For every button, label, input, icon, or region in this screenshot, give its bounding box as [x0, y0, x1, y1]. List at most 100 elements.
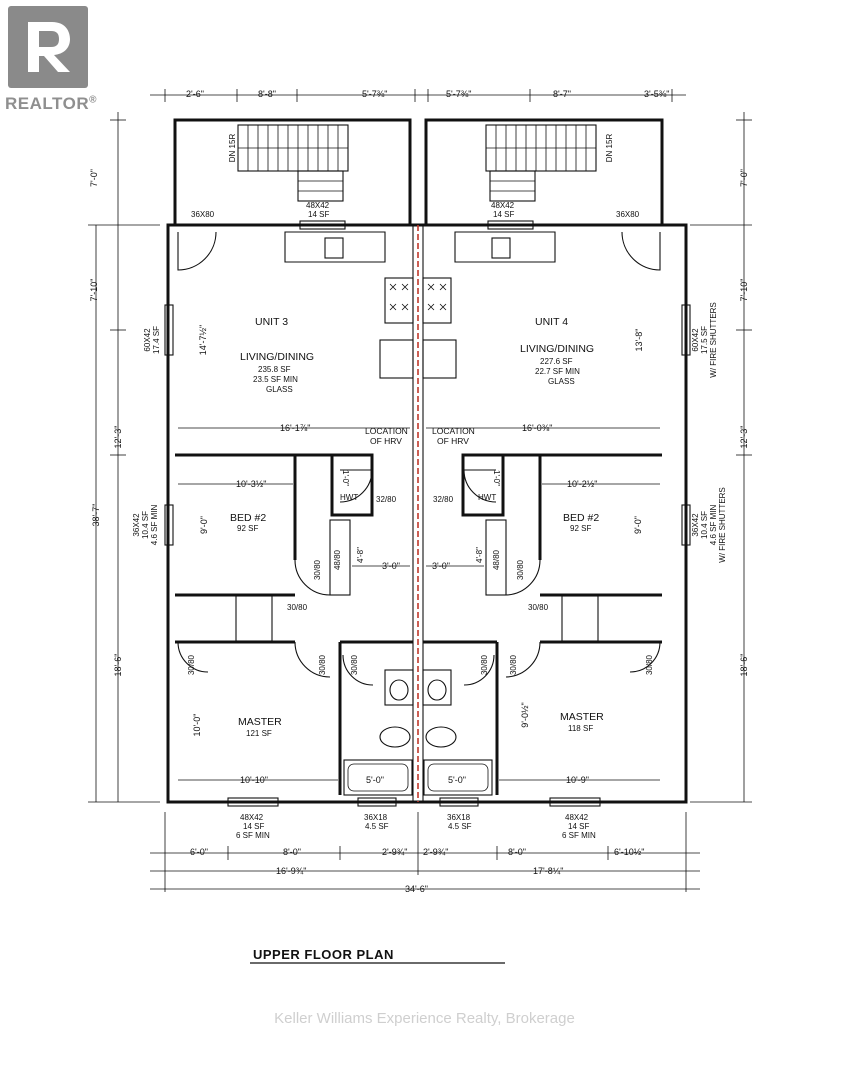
u4-bed-window-note: W/ FIRE SHUTTERS [718, 487, 727, 563]
unit3-hwt: HWT [340, 493, 358, 502]
u4-hwt-door: 32/80 [433, 495, 454, 504]
dim-u3-bed-width: 10'-3½" [236, 479, 266, 489]
u3-bed-window-size: 36X42 [132, 513, 141, 537]
u3-master-window-size: 48X42 [240, 813, 264, 822]
dim-top-6: 3'-5⅜" [644, 89, 669, 99]
entry-door-unit4: 36X80 [616, 210, 640, 219]
u4-master-closet-door: 30/80 [645, 654, 654, 675]
unit4-hwt: HWT [478, 493, 496, 502]
unit3-bed2-area: 92 SF [237, 524, 258, 533]
u4-bath-window-size: 36X18 [447, 813, 471, 822]
unit4-bed2-area: 92 SF [570, 524, 591, 533]
dim-u4-bed-width: 10'-2½" [567, 479, 597, 489]
unit4-label: UNIT 4 [535, 316, 568, 328]
u3-bath-door: 30/80 [350, 654, 359, 675]
u4-bath-window-area: 4.5 SF [448, 822, 472, 831]
dim-top-2: 8'-8" [258, 89, 276, 99]
u4-living-window-area: 17.5 SF [700, 326, 709, 354]
u4-bath-door: 30/80 [480, 654, 489, 675]
u3-master-door: 30/80 [318, 654, 327, 675]
unit4-living-glass: GLASS [548, 377, 575, 386]
unit4-master-area: 118 SF [568, 724, 593, 733]
u3-hwt-door: 32/80 [376, 495, 397, 504]
interior-dimensions: 16'-1⅞" 16'-0⅜" 14'-7½" 13'-8" 10'-3½" 1… [178, 325, 660, 785]
unit3-hrv-line2: OF HRV [370, 436, 402, 446]
dim-u4-closet: 4'-8" [475, 547, 484, 563]
dim-top-4: 5'-7⅜" [446, 89, 471, 99]
dim-top-3: 5'-7⅜" [362, 89, 387, 99]
dim-bottom-6: 6'-10½" [614, 847, 644, 857]
unit4-living-area: 227.6 SF [540, 357, 573, 366]
u3-living-window-area: 17.4 SF [152, 326, 161, 354]
u3-bed-window-area: 10.4 SF [141, 511, 150, 539]
unit-4-labels: UNIT 4 LIVING/DINING 227.6 SF 22.7 SF MI… [432, 316, 604, 733]
u4-living-window-note: W/ FIRE SHUTTERS [709, 302, 718, 378]
dim-bottom-1: 6'-0" [190, 847, 208, 857]
dim-bottom-5: 8'-0" [508, 847, 526, 857]
dim-left-overall: 38'-7" [91, 504, 101, 527]
u3-master-closet-door: 30/80 [187, 654, 196, 675]
brokerage-watermark: Keller Williams Experience Realty, Broke… [274, 1010, 575, 1027]
u3-bed-window-min: 4.6 SF MIN [150, 505, 159, 546]
u4-linen-door: 30/80 [528, 603, 549, 612]
dim-u3-living-height: 14'-7½" [198, 325, 208, 355]
dim-right-3: 12'-3" [739, 426, 749, 449]
dim-left-3: 12'-3" [113, 426, 123, 449]
stair-window-size-unit3: 48X42 [306, 201, 330, 210]
u3-closet-door: 48/80 [333, 549, 342, 570]
u4-master-window-size: 48X42 [565, 813, 589, 822]
dim-bottom-2: 8'-0" [283, 847, 301, 857]
plan-title-group: UPPER FLOOR PLAN [250, 947, 505, 964]
dim-top-1: 2'-6" [186, 89, 204, 99]
door-swings [177, 231, 661, 686]
unit4-living-name: LIVING/DINING [520, 343, 594, 355]
unit4-hrv-line1: LOCATION [432, 426, 475, 436]
u4-living-window-size: 60X42 [691, 328, 700, 352]
stair-vestibules: DN 15R DN 15R 48X42 14 SF 48X42 14 SF 36… [173, 118, 664, 227]
u4-bed-window-size: 36X42 [691, 513, 700, 537]
building-walls [166, 223, 688, 804]
dim-right-4: 18'-6" [739, 654, 749, 677]
dim-overall-width: 34'-6" [405, 884, 428, 894]
u3-living-window-size: 60X42 [143, 328, 152, 352]
u4-bed-window-min: 4.6 SF MIN [709, 505, 718, 546]
stair-window-area-unit3: 14 SF [308, 210, 329, 219]
dim-bottom-u3-total: 16'-9¾" [276, 866, 306, 876]
unit3-hrv-line1: LOCATION [365, 426, 408, 436]
u3-bath-window-area: 4.5 SF [365, 822, 389, 831]
dim-u4-tub: 5'-0" [448, 775, 466, 785]
u4-master-door: 30/80 [509, 654, 518, 675]
unit3-living-area: 235.8 SF [258, 365, 291, 374]
stair-window-size-unit4: 48X42 [491, 201, 515, 210]
dim-u3-master-height: 10'-0" [192, 714, 202, 737]
u4-bed-window-area: 10.4 SF [700, 511, 709, 539]
entry-door-unit3: 36X80 [191, 210, 215, 219]
unit-3-labels: UNIT 3 LIVING/DINING 235.8 SF 23.5 SF MI… [230, 316, 408, 738]
windows: 60X42 17.4 SF 60X42 17.5 SF W/ FIRE SHUT… [132, 220, 727, 840]
left-dimension-string: 7'-0" 7'-10" 12'-3" 18'-6" 38'-7" [88, 112, 160, 803]
unit4-hrv-line2: OF HRV [437, 436, 469, 446]
dim-left-1: 7'-0" [89, 169, 99, 187]
unit3-living-name: LIVING/DINING [240, 351, 314, 363]
u3-master-window-min: 6 SF MIN [236, 831, 270, 840]
stair-label-unit3: DN 15R [228, 134, 237, 163]
unit4-bed2-name: BED #2 [563, 512, 599, 524]
dim-u4-bed-height: 9'-0" [633, 516, 643, 534]
dim-u3-hwt-closet: 1'-0" [341, 470, 350, 486]
realtor-r-icon [8, 6, 88, 88]
unit3-living-glass-min: 23.5 SF MIN [253, 375, 298, 384]
dim-u3-tub: 5'-0" [366, 775, 384, 785]
dim-u4-hall: 3'-0" [432, 561, 450, 571]
dim-right-1: 7'-0" [739, 169, 749, 187]
realtor-logo: REALTOR® [0, 0, 100, 122]
u4-closet-door: 48/80 [492, 549, 501, 570]
unit3-master-name: MASTER [238, 716, 282, 728]
stair-window-area-unit4: 14 SF [493, 210, 514, 219]
dim-u4-hwt-closet: 1'-0" [492, 470, 501, 486]
dim-u4-master-width: 10'-9" [566, 775, 589, 785]
top-dimension-string: 2'-6" 8'-8" 5'-7⅜" 5'-7⅜" 8'-7" 3'-5⅜" [150, 89, 686, 102]
u3-linen-door: 30/80 [287, 603, 308, 612]
unit3-label: UNIT 3 [255, 316, 288, 328]
dim-u4-living-height: 13'-8" [634, 329, 644, 352]
